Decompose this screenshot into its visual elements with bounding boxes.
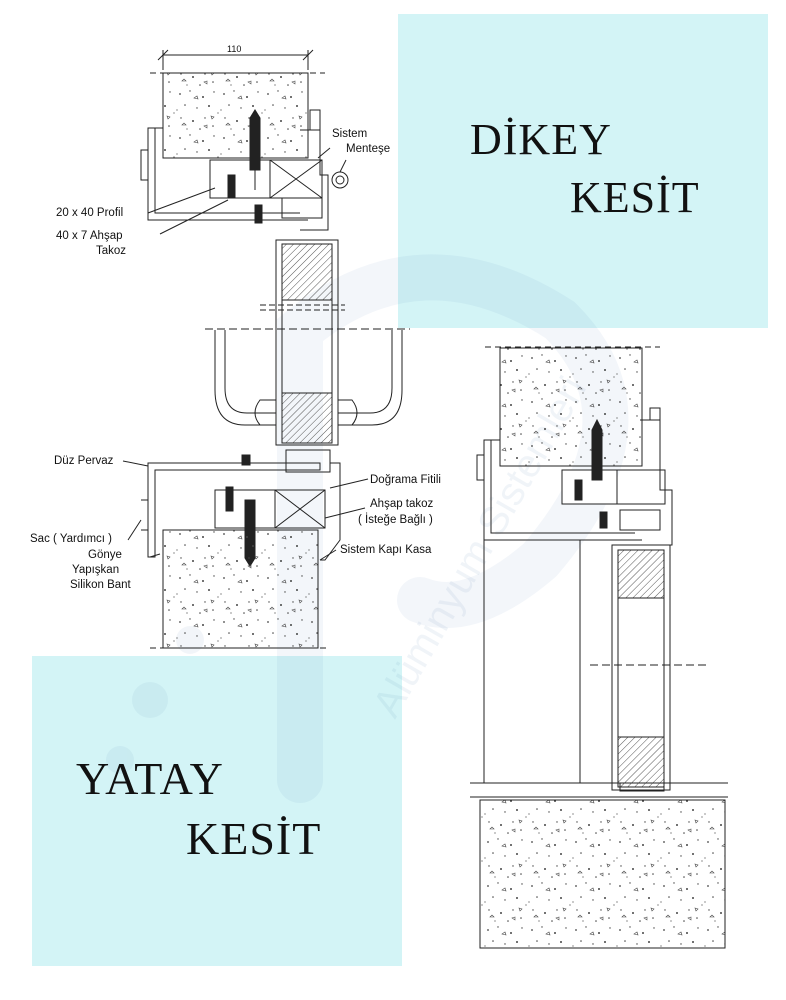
label-ahsap-takoz-opt-b: ( İsteğe Bağlı ) bbox=[358, 514, 433, 526]
door-leaf bbox=[275, 239, 339, 446]
label-silikon-bant: Silikon Bant bbox=[70, 579, 131, 591]
door-handle bbox=[214, 330, 403, 426]
right-top-concrete bbox=[499, 347, 643, 467]
label-ahsap-takoz-a: 40 x 7 Ahşap bbox=[56, 230, 123, 242]
label-ahsap-takoz-opt-a: Ahşap takoz bbox=[370, 498, 434, 510]
bottom-concrete-block bbox=[162, 529, 319, 649]
label-sistem-kapi-kasa: Sistem Kapı Kasa bbox=[340, 544, 432, 556]
label-profil: 20 x 40 Profil bbox=[56, 207, 124, 219]
left-section-drawing bbox=[122, 49, 410, 649]
dikey-title-line1: DİKEY bbox=[470, 115, 612, 164]
label-duz-pervaz: Düz Pervaz bbox=[54, 455, 114, 467]
right-door-leaf bbox=[611, 544, 671, 791]
yatay-title-line1: YATAY bbox=[76, 753, 224, 804]
label-ahsap-takoz-b: Takoz bbox=[96, 245, 127, 257]
dikey-title-panel bbox=[398, 14, 768, 328]
hinge-circle bbox=[331, 171, 349, 189]
dimension-label: 110 bbox=[227, 44, 242, 54]
label-mentese: Menteşe bbox=[346, 143, 391, 155]
label-yapiskan: Yapışkan bbox=[72, 564, 120, 576]
floor-concrete bbox=[479, 799, 726, 949]
yatay-title-line2: KESİT bbox=[186, 813, 322, 864]
label-sistem: Sistem bbox=[332, 128, 368, 140]
dikey-title-line2: KESİT bbox=[570, 173, 700, 222]
yatay-title-panel bbox=[32, 656, 402, 966]
label-gonye: Gönye bbox=[88, 549, 122, 561]
right-section-drawing bbox=[470, 346, 728, 949]
top-concrete-block bbox=[162, 72, 309, 159]
label-sac: Sac ( Yardımcı ) bbox=[30, 533, 113, 545]
label-dograma-fitili: Doğrama Fitili bbox=[370, 474, 441, 486]
dimension-110 bbox=[157, 49, 314, 70]
